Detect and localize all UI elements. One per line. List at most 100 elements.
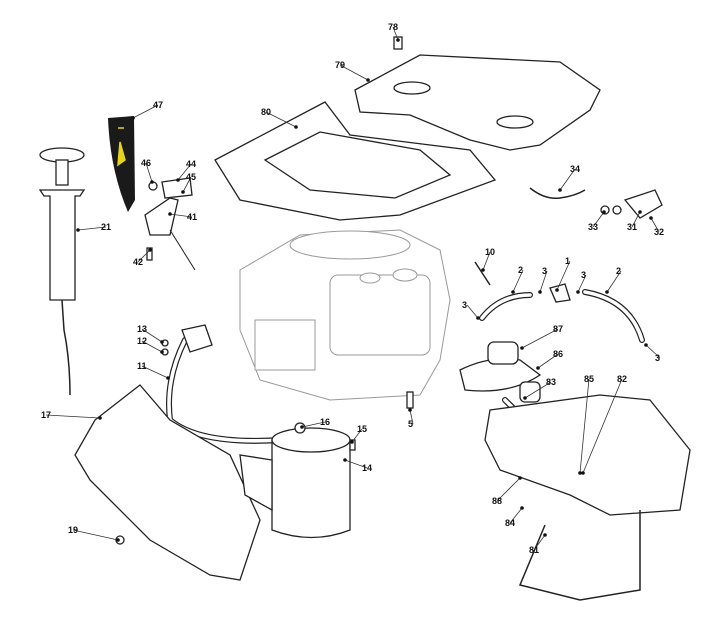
leader-line bbox=[556, 260, 571, 291]
part-number-label: 16 bbox=[320, 417, 330, 427]
part-number-label: 21 bbox=[101, 222, 111, 232]
leader-line bbox=[512, 269, 524, 293]
part-number-label: 41 bbox=[187, 212, 197, 222]
part-number-label: 13 bbox=[137, 324, 147, 334]
part-number-label: 44 bbox=[186, 159, 196, 169]
leader-dot bbox=[148, 248, 152, 252]
part-number-label: 87 bbox=[553, 324, 563, 334]
leader-dot bbox=[602, 210, 606, 214]
heat-shield bbox=[74, 384, 261, 581]
part-number-label: 85 bbox=[584, 374, 594, 384]
leader-line bbox=[521, 328, 559, 349]
leader-dot bbox=[638, 210, 642, 214]
leader-dot bbox=[581, 471, 585, 475]
part-number-label: 81 bbox=[529, 545, 539, 555]
bolt bbox=[393, 36, 403, 50]
leader-line bbox=[409, 409, 414, 425]
throttle-linkage bbox=[144, 177, 196, 271]
leader-line bbox=[533, 534, 546, 551]
leader-line bbox=[141, 340, 163, 353]
leader-line bbox=[579, 378, 590, 474]
leader-dot bbox=[366, 78, 370, 82]
leader-dot bbox=[518, 476, 522, 480]
leader-line bbox=[137, 249, 151, 263]
leader-dot bbox=[300, 425, 304, 429]
part-number-label: 2 bbox=[518, 265, 523, 275]
leader-line bbox=[582, 378, 623, 474]
leader-dot bbox=[543, 533, 547, 537]
leader-dot bbox=[166, 376, 170, 380]
part-number-label: 33 bbox=[588, 222, 598, 232]
leader-line bbox=[177, 163, 192, 181]
part-number-label: 17 bbox=[41, 410, 51, 420]
part-number-label: 14 bbox=[362, 463, 372, 473]
leader-line bbox=[650, 217, 660, 233]
part-number-label: 12 bbox=[137, 336, 147, 346]
leader-dot bbox=[511, 290, 515, 294]
part-number-label: 34 bbox=[570, 164, 580, 174]
part-number-label: 86 bbox=[553, 349, 563, 359]
part-number-label: 84 bbox=[505, 518, 515, 528]
leader-dot bbox=[649, 216, 653, 220]
leader-dot bbox=[576, 290, 580, 294]
leader-line bbox=[466, 304, 479, 319]
leader-dot bbox=[558, 188, 562, 192]
leader-dot bbox=[150, 180, 154, 184]
part-number-label: 3 bbox=[542, 266, 547, 276]
leader-dot bbox=[350, 440, 354, 444]
part-number-label: 2 bbox=[616, 266, 621, 276]
leader-dot bbox=[481, 268, 485, 272]
part-number-label: 79 bbox=[335, 60, 345, 70]
leader-line bbox=[559, 168, 576, 191]
leader-dot bbox=[536, 366, 540, 370]
leader-dot bbox=[160, 350, 164, 354]
part-number-label: 45 bbox=[186, 172, 196, 182]
leader-line bbox=[392, 26, 399, 41]
part-number-label: 5 bbox=[408, 419, 413, 429]
leader-dot bbox=[181, 190, 185, 194]
leader-dot bbox=[343, 458, 347, 462]
part-number-label: 83 bbox=[546, 377, 556, 387]
leader-dot bbox=[408, 408, 412, 412]
leader-line bbox=[645, 344, 661, 359]
leader-dot bbox=[523, 396, 527, 400]
leader-line bbox=[482, 251, 491, 271]
leader-line bbox=[169, 213, 193, 218]
leader-dot bbox=[520, 346, 524, 350]
leader-line bbox=[45, 414, 101, 419]
leader-line bbox=[351, 428, 363, 443]
bolt-5 bbox=[406, 391, 414, 409]
leader-line bbox=[509, 507, 523, 524]
leader-line bbox=[592, 211, 605, 228]
leader-line bbox=[141, 365, 169, 379]
leader-dot bbox=[131, 116, 135, 120]
part-number-label: 47 bbox=[153, 100, 163, 110]
leader-line bbox=[141, 328, 163, 343]
leader-dot bbox=[578, 471, 582, 475]
leader-dot bbox=[116, 538, 120, 542]
part-number-label: 19 bbox=[68, 525, 78, 535]
leader-line bbox=[606, 270, 622, 293]
leader-line bbox=[145, 162, 153, 183]
leader-dot bbox=[168, 212, 172, 216]
engine-cover bbox=[354, 54, 601, 151]
part-number-label: 46 bbox=[141, 158, 151, 168]
part-number-label: 31 bbox=[627, 222, 637, 232]
leader-line bbox=[577, 274, 587, 293]
leader-line bbox=[72, 529, 119, 541]
part-number-label: 82 bbox=[617, 374, 627, 384]
part-number-label: 88 bbox=[492, 496, 502, 506]
leader-line bbox=[182, 176, 192, 193]
oil-syringe bbox=[38, 147, 86, 396]
part-number-label: 80 bbox=[261, 107, 271, 117]
leader-line bbox=[344, 459, 368, 469]
leader-line bbox=[77, 226, 107, 231]
leader-dot bbox=[396, 38, 400, 42]
leader-dot bbox=[476, 316, 480, 320]
part-number-label: 42 bbox=[133, 257, 143, 267]
leader-dot bbox=[98, 416, 102, 420]
leader-line bbox=[537, 353, 559, 369]
leader-dot bbox=[294, 125, 298, 129]
